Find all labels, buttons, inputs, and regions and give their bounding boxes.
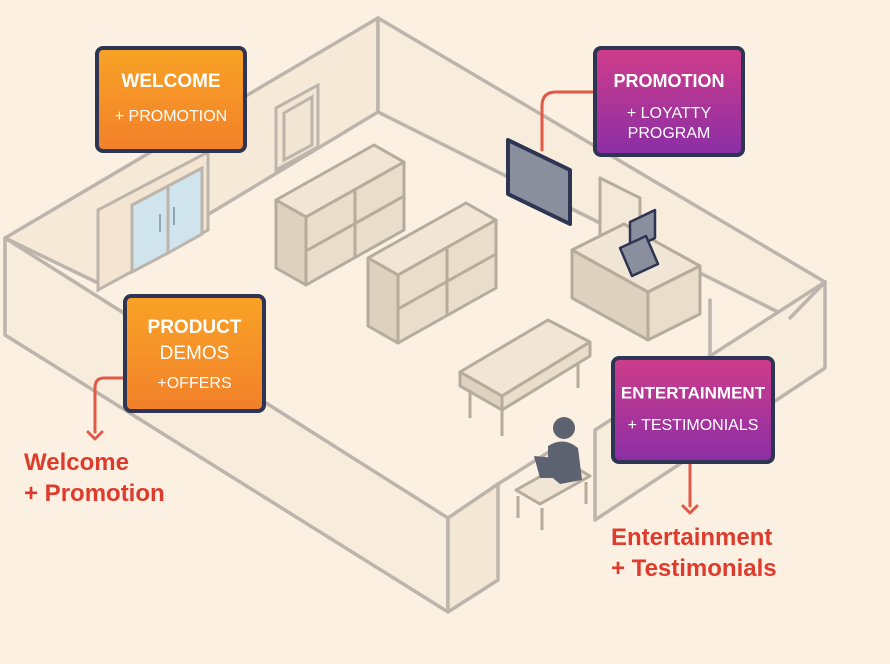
sign-promotion-panel [593,46,745,157]
arrow-down-icon [681,504,699,515]
sign-product-demos-line-3: +OFFERS [157,375,231,392]
caption-entertainment-testimonials: Entertainment + Testimonials [611,522,777,584]
connector-promotion [540,90,598,152]
front-right-wall [446,482,500,614]
connector-lines [93,90,692,508]
signs-layer: WELCOME + PROMOTION PROMOTION + LOYATTY PROG… [95,46,775,464]
connector-arrowheads [86,430,699,515]
checkout-counter [570,176,702,342]
checkout-monitor-icon [618,208,660,278]
sign-promotion-line-1: PROMOTION [614,71,725,91]
sign-promotion: PROMOTION + LOYATTY PROGRAM [593,46,745,157]
sign-welcome-panel [95,46,247,153]
sign-promotion-line-3: PROGRAM [628,125,711,142]
display-table [458,318,592,436]
sign-entertainment: ENTERTAINMENT + TESTIMONIALS [611,356,775,464]
arrow-down-icon [86,430,104,441]
sign-product-demos-line-2: DEMOS [160,343,230,364]
seated-person-icon [534,417,582,484]
connector-product-demos [93,376,130,434]
sign-welcome: WELCOME + PROMOTION [95,46,247,153]
shelf-unit-2 [366,201,498,345]
sign-entertainment-line-2: + TESTIMONIALS [628,417,759,434]
caption-left-line2: + Promotion [24,480,165,507]
caption-welcome-promotion: Welcome + Promotion [24,447,165,509]
sign-entertainment-panel [611,356,775,464]
caption-right-line2: + Testimonials [611,555,777,582]
caption-right-line1: Entertainment [611,524,773,551]
caption-left-line1: Welcome [24,449,129,476]
display-screen-icon [506,138,572,226]
sign-welcome-line-2: + PROMOTION [115,108,227,125]
back-door[interactable] [274,82,320,173]
sign-welcome-line-1: WELCOME [121,71,220,92]
sign-product-demos-line-1: PRODUCT [148,317,242,338]
sign-product-demos: PRODUCT DEMOS +OFFERS [123,294,266,413]
sign-promotion-line-2: + LOYATTY [627,105,712,122]
sign-entertainment-line-1: ENTERTAINMENT [621,383,766,402]
shelf-unit-1 [274,143,406,287]
sign-product-demos-panel [123,294,266,413]
glass-door-icon[interactable] [96,149,210,293]
